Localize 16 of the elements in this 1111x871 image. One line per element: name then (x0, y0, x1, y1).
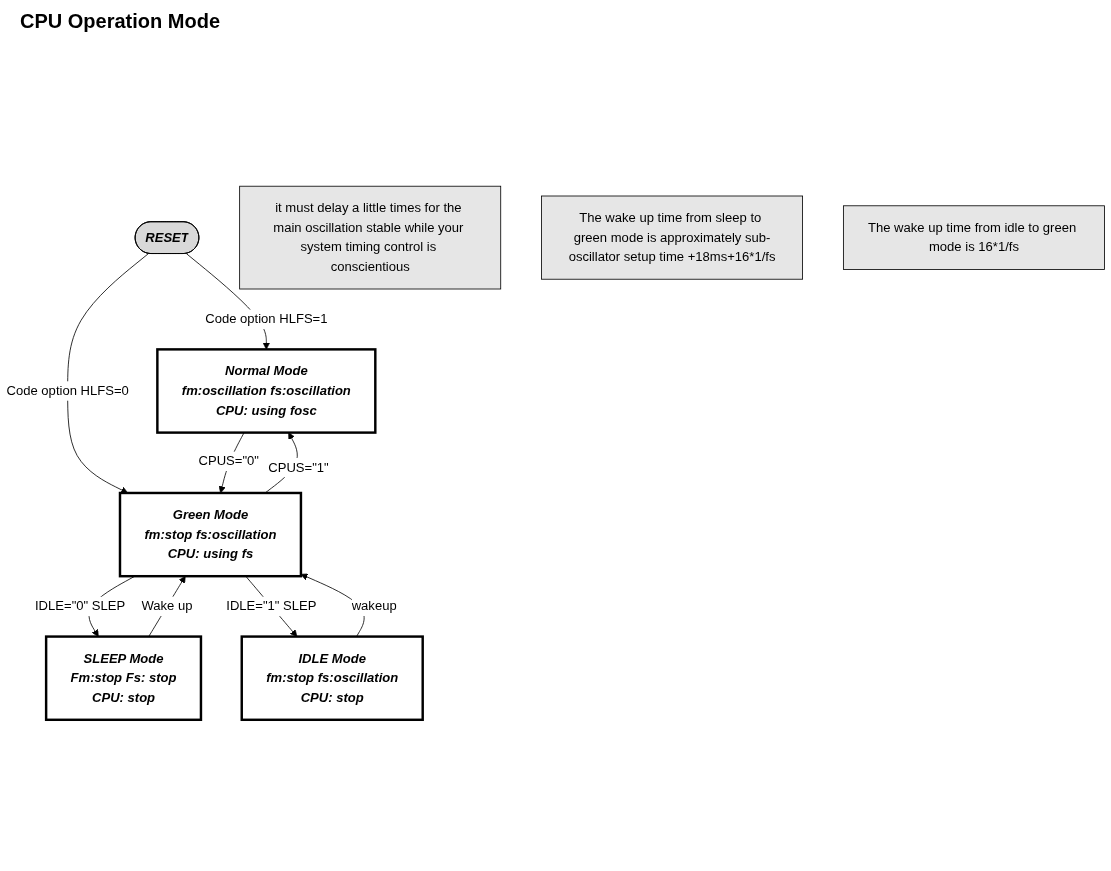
edge-label: IDLE="1" SLEP (226, 599, 317, 613)
edge-label: IDLE="0" SLEP (34, 599, 126, 613)
node-box: The wake up time from idle to green mode is 16*1/fs (843, 205, 1105, 270)
node-box: Normal Mode fm:oscillation fs:oscillation CPU: using fosc (156, 348, 377, 434)
node-box: SLEEP Mode Fm:stop Fs: stop CPU: stop (44, 635, 203, 721)
edge-label: Wake up (141, 599, 193, 613)
node-box: The wake up time from sleep to green mode is approximately sub-oscillator setup time +18ms+16*1/fs (541, 195, 803, 280)
edge-label: Code option HLFS=1 (205, 311, 328, 326)
edge-label: CPUS="0" (198, 454, 259, 468)
node-box: IDLE Mode fm:stop fs:oscillation CPU: stop (240, 635, 424, 721)
diagram-title: CPU Operation Mode (20, 10, 221, 33)
node-box: it must delay a little times for the main oscillation stable while your system timing control is conscientious (239, 185, 502, 290)
edge-label: wakeup (351, 599, 397, 613)
edge-label: Code option HLFS=0 (6, 383, 129, 398)
edge-label: CPUS="1" (268, 460, 329, 475)
node-box: Green Mode fm:stop fs:oscillation CPU: using fs (118, 491, 303, 578)
